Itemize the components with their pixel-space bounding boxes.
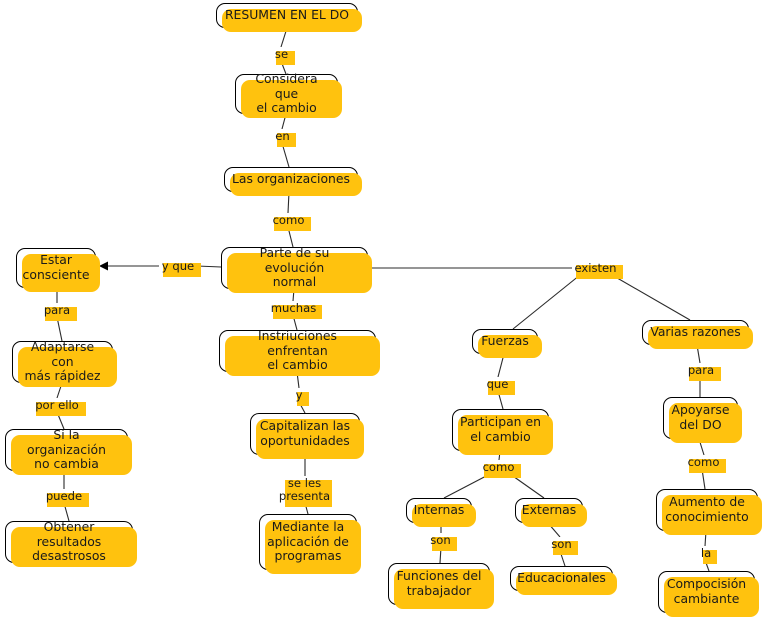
concept-node-apoyarse[interactable]: Apoyarse del DO xyxy=(663,397,742,443)
link-label-yque[interactable]: y que xyxy=(159,259,201,277)
concept-node-resumen[interactable]: RESUMEN EN EL DO xyxy=(216,3,362,32)
link-label-porello[interactable]: por ello xyxy=(32,398,86,416)
connector-existen-to-fuerzas xyxy=(512,274,581,330)
concept-node-capitalizan[interactable]: Capitalizan las oportunidades xyxy=(250,413,364,459)
concept-node-estar[interactable]: Estar consciente xyxy=(16,248,100,292)
link-label-para-1[interactable]: para xyxy=(41,303,77,321)
concept-node-aumento[interactable]: Aumento de conocimiento xyxy=(656,489,762,535)
concept-node-obtener[interactable]: Obtener resultados desastrosos xyxy=(5,519,137,567)
concept-node-internas[interactable]: Internas xyxy=(406,498,476,527)
concept-node-funciones[interactable]: Funciones del trabajador xyxy=(388,563,494,609)
link-label-existen[interactable]: existen xyxy=(572,261,623,279)
concept-node-educacionales[interactable]: Educacionales xyxy=(510,566,617,595)
edge-group xyxy=(56,27,710,572)
link-label-seles[interactable]: se les presenta xyxy=(278,475,332,507)
connector-existen-to-varias xyxy=(611,274,691,321)
concept-node-compocision[interactable]: Compocisión cambiante xyxy=(658,571,759,617)
link-label-se[interactable]: se xyxy=(272,47,295,65)
link-label-son-2[interactable]: son xyxy=(549,537,578,555)
concept-node-fuerzas[interactable]: Fuerzas xyxy=(472,329,542,358)
link-label-como-2[interactable]: como xyxy=(480,460,521,478)
link-label-la[interactable]: la xyxy=(699,545,717,564)
concept-node-considera[interactable]: Considera que el cambio xyxy=(235,71,342,118)
link-label-en[interactable]: en xyxy=(273,129,296,147)
concept-node-instriuciones[interactable]: Instriuciones enfrentan el cambio xyxy=(219,328,380,376)
concept-node-parte[interactable]: Parte de su evolución normal xyxy=(221,245,372,293)
concept-node-varias[interactable]: Varias razones xyxy=(642,320,753,349)
concept-node-externas[interactable]: Externas xyxy=(515,498,587,527)
link-label-para-2[interactable]: para xyxy=(685,363,721,381)
concept-node-adaptarse[interactable]: Adaptarse con más rápidez xyxy=(12,339,117,387)
concept-node-sila[interactable]: Si la organización no cambia xyxy=(5,427,132,475)
concept-node-organizaciones[interactable]: Las organizaciones xyxy=(224,167,362,196)
concept-node-participan[interactable]: Participan en el cambio xyxy=(452,409,553,455)
link-label-y[interactable]: y xyxy=(293,388,309,406)
link-label-son-1[interactable]: son xyxy=(428,533,457,551)
link-label-puede[interactable]: puede xyxy=(43,489,89,507)
concept-node-mediante[interactable]: Mediante la aplicación de programas xyxy=(259,514,361,574)
link-label-como-1[interactable]: como xyxy=(270,213,311,231)
link-label-como-3[interactable]: como xyxy=(685,455,726,473)
link-label-muchas[interactable]: muchas xyxy=(269,300,322,319)
link-label-que[interactable]: que xyxy=(484,377,515,395)
